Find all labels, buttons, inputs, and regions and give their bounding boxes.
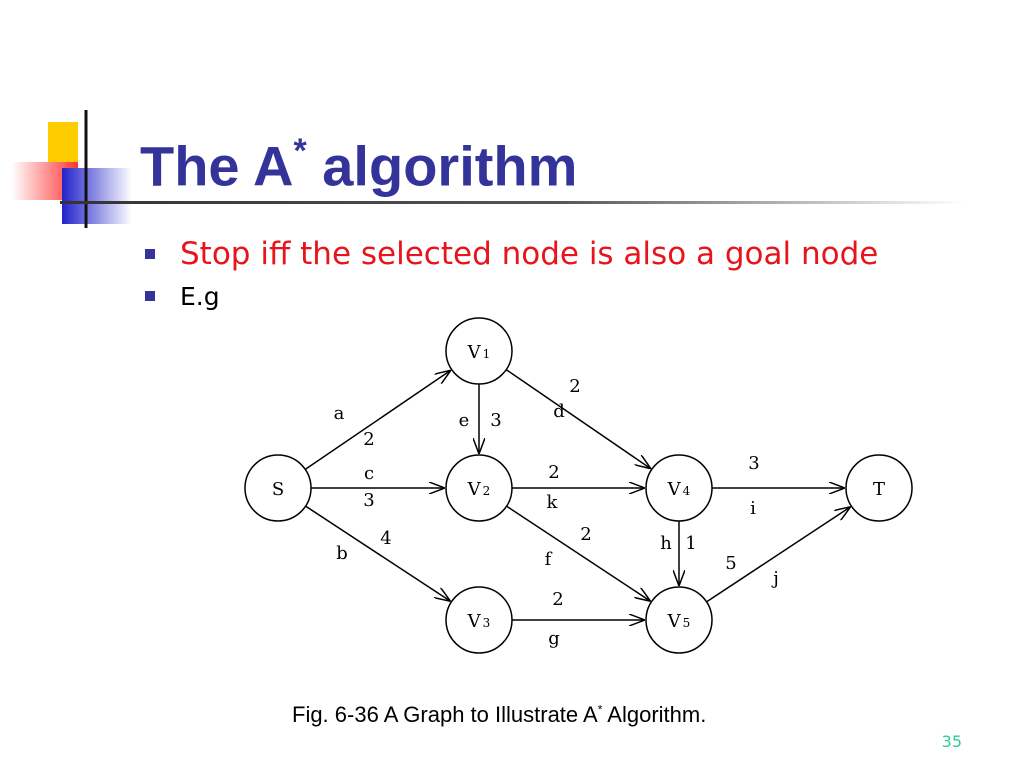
- edge-name-label: a: [334, 403, 345, 424]
- edge-weight-label: 3: [748, 453, 759, 474]
- node-circle: [845, 454, 913, 522]
- edge-weight-label: 2: [580, 524, 591, 545]
- node-subscript: 2: [483, 484, 491, 498]
- title-underline: [60, 201, 965, 204]
- edge-s-v1: [304, 371, 450, 471]
- title-main: The A: [140, 134, 294, 198]
- edge-name-label: e: [459, 410, 470, 431]
- bullet-item: Stop iff the selected node is also a goa…: [145, 232, 878, 276]
- node-subscript: 4: [683, 484, 691, 498]
- title-asterisk: *: [293, 132, 307, 170]
- edge-weight-label: 2: [363, 429, 374, 450]
- figure-caption: Fig. 6-36 A Graph to Illustrate A* Algor…: [292, 702, 706, 728]
- node-circle: [645, 586, 713, 654]
- node-label: S: [272, 479, 284, 500]
- edge-weight-label: 3: [490, 410, 501, 431]
- edge-weight-label: 2: [569, 376, 580, 397]
- node-circle: [445, 454, 513, 522]
- caption-post: Algorithm.: [602, 702, 707, 727]
- edge-name-label: h: [660, 533, 672, 554]
- node-s: S: [244, 454, 312, 522]
- node-circle: [445, 317, 513, 385]
- bullet-text: E.g: [180, 281, 220, 311]
- node-circle: [645, 454, 713, 522]
- logo-yellow-square: [48, 122, 78, 167]
- logo-blue-square: [62, 168, 132, 224]
- node-circle: [244, 454, 312, 522]
- edge-s-v3: [305, 505, 450, 601]
- edge-name-label: d: [553, 401, 565, 422]
- edge-weight-label: 1: [685, 533, 696, 554]
- bullet-square-icon: [145, 291, 155, 301]
- title-rest: algorithm: [306, 134, 578, 198]
- node-subscript: 5: [683, 616, 691, 630]
- page-number: 35: [941, 732, 962, 751]
- edge-weight-label: 5: [725, 553, 736, 574]
- edge-name-label: j: [771, 568, 779, 589]
- caption-asterisk: *: [597, 702, 603, 717]
- caption-pre: Fig. 6-36 A Graph to Illustrate A: [292, 702, 598, 727]
- edge-weight-label: 4: [380, 528, 391, 549]
- edge-v1-v4: [505, 369, 650, 469]
- bullet-item: E.g: [145, 276, 878, 316]
- edge-weight-label: 2: [548, 462, 559, 483]
- edge-name-label: f: [545, 549, 553, 570]
- node-circle: [445, 586, 513, 654]
- slide-logo-decoration: [12, 110, 132, 228]
- node-t: T: [845, 454, 913, 522]
- edge-name-label: b: [336, 543, 348, 564]
- bullet-square-icon: [145, 249, 155, 259]
- edge-v2-v5: [506, 505, 650, 601]
- node-subscript: 1: [483, 347, 491, 361]
- edge-name-label: k: [547, 492, 559, 513]
- edge-name-label: i: [750, 498, 756, 519]
- node-subscript: 3: [483, 616, 491, 630]
- node-label: T: [873, 479, 885, 500]
- edge-v5-t: [706, 507, 850, 603]
- edge-weight-label: 3: [363, 490, 374, 511]
- edge-weight-label: 2: [552, 589, 563, 610]
- slide-title: The A* algorithm: [140, 120, 577, 202]
- bullet-text: Stop iff the selected node is also a goa…: [180, 236, 879, 272]
- bullet-list: Stop iff the selected node is also a goa…: [145, 232, 878, 316]
- edge-name-label: g: [548, 628, 560, 649]
- edge-name-label: c: [364, 463, 374, 484]
